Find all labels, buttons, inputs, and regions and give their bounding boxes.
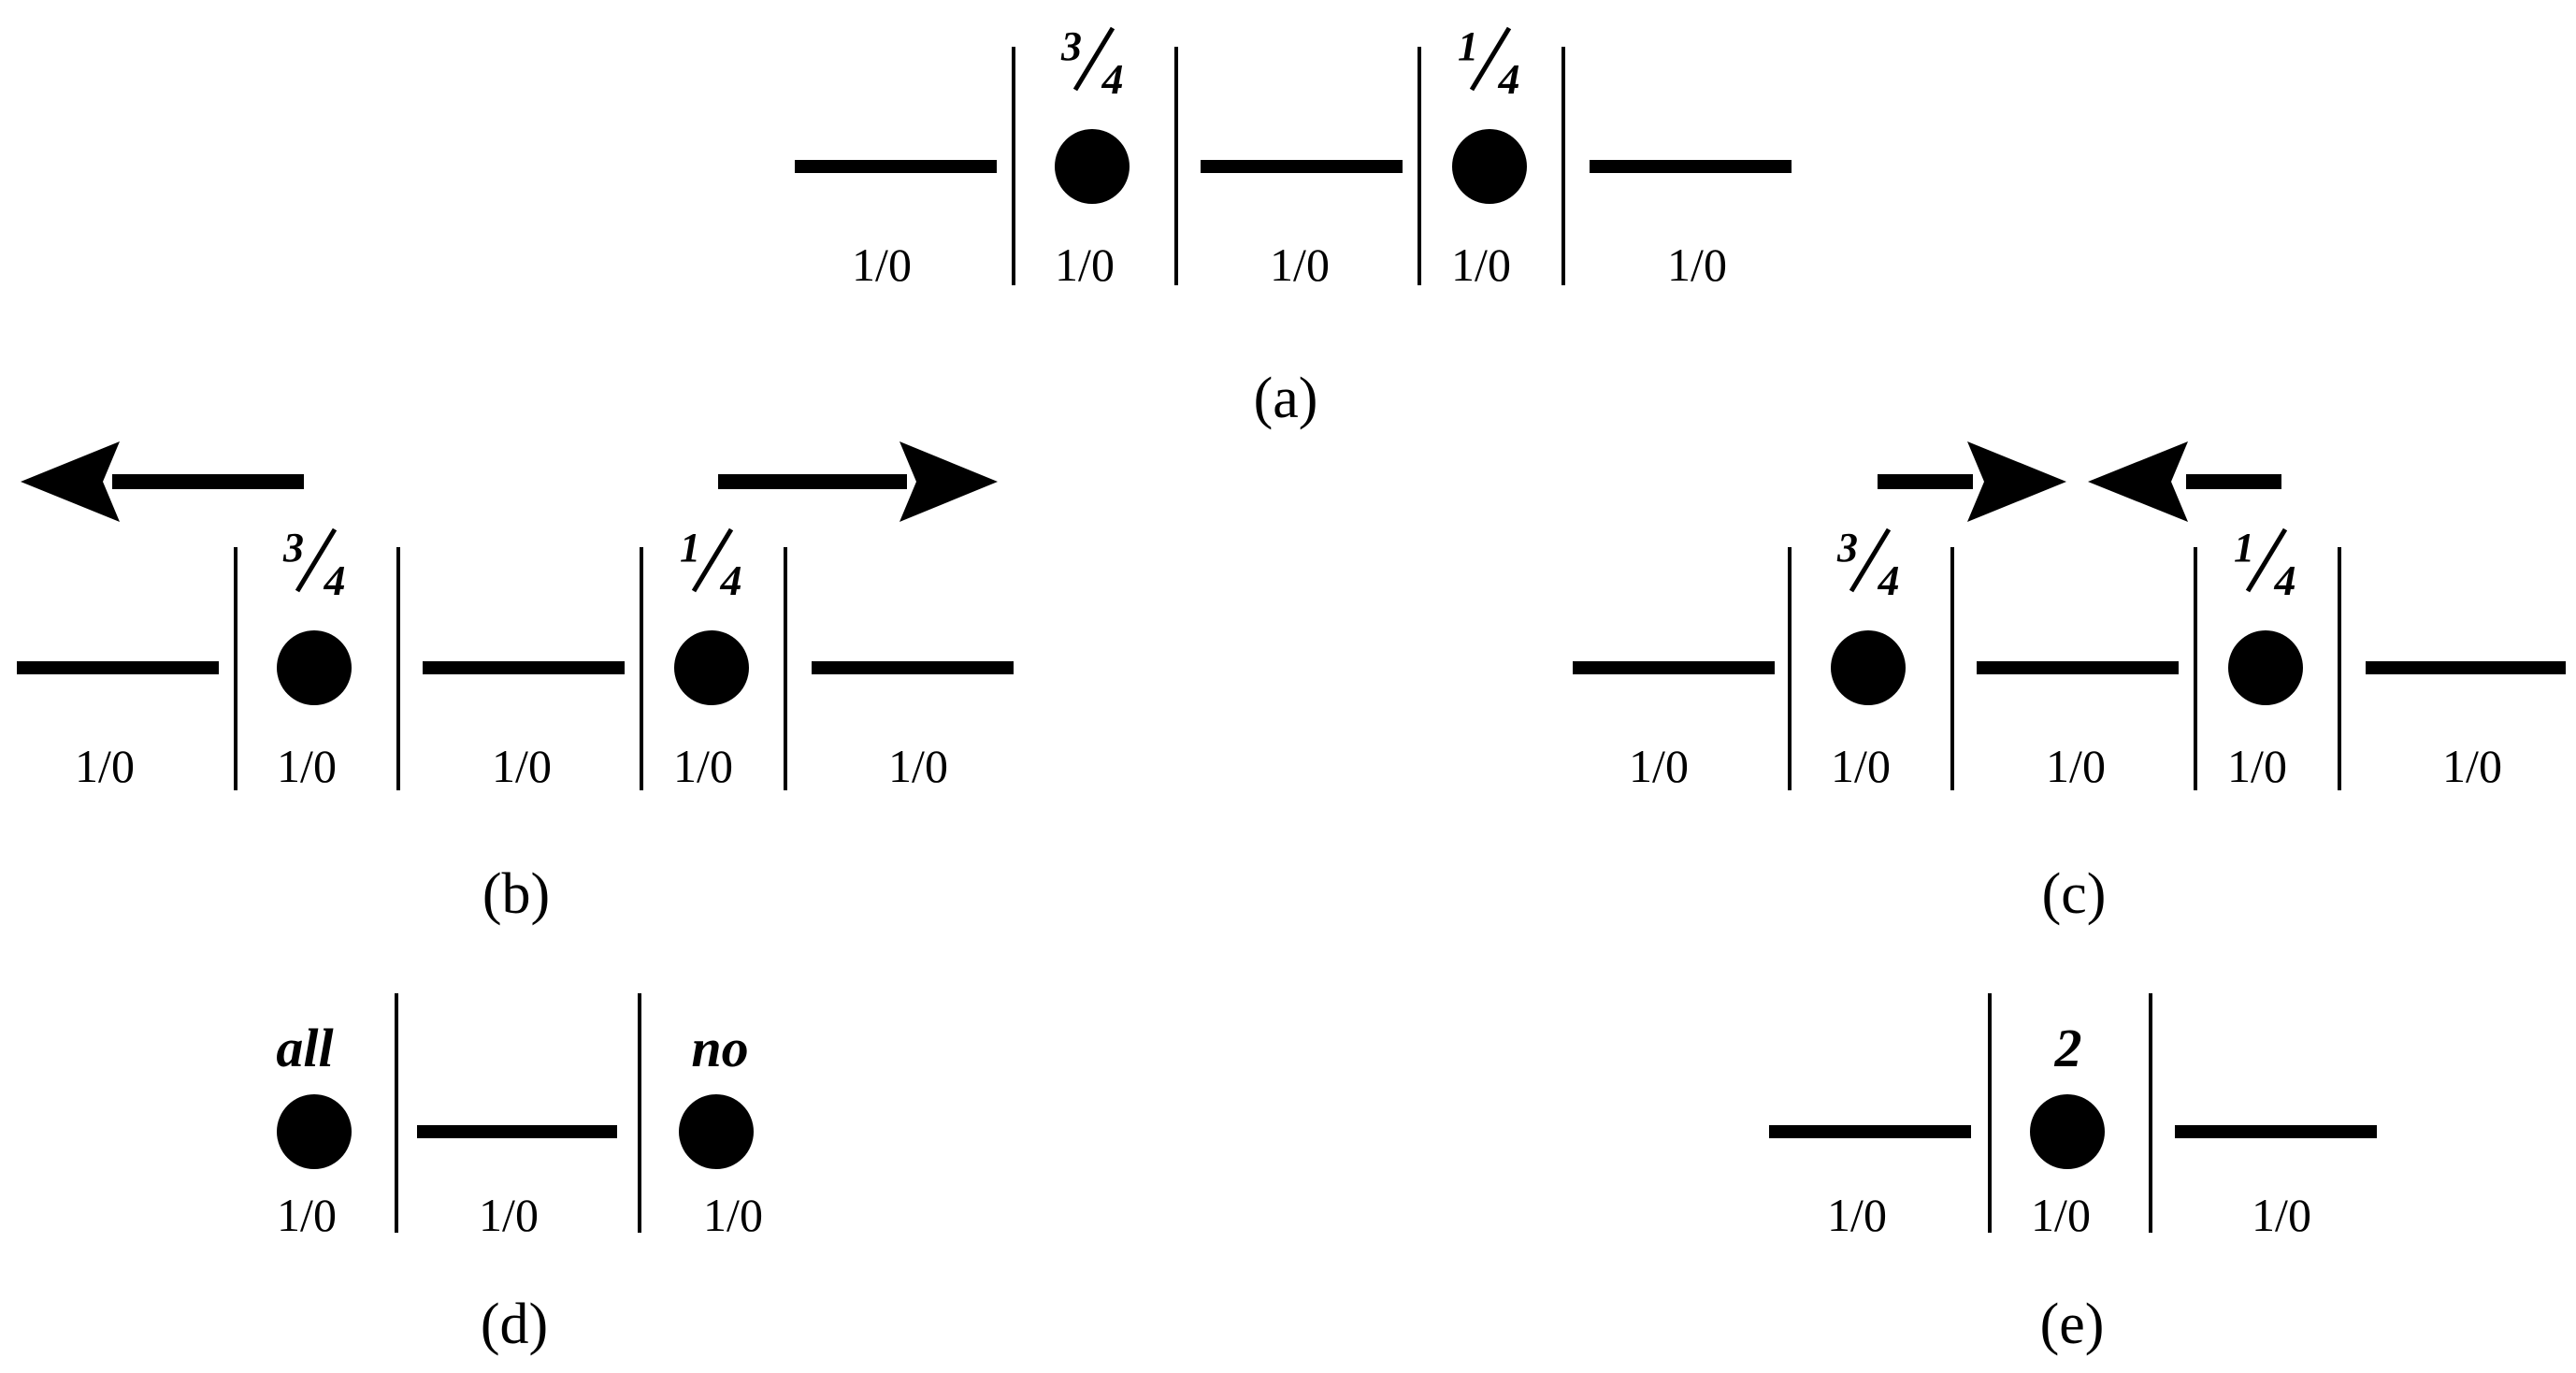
- particle-dot: [1831, 630, 1906, 705]
- panel-caption: (d): [481, 1293, 548, 1356]
- dot-mark: no: [691, 1018, 748, 1078]
- fraction-slash: [295, 528, 338, 593]
- fraction-mark: 1 4: [2234, 525, 2296, 604]
- fraction-slash: [1072, 26, 1115, 92]
- fraction-mark: 1 4: [1458, 23, 1520, 103]
- fraction-slash: [691, 528, 734, 593]
- cell-label: 1/0: [1629, 740, 1689, 792]
- fraction-denominator: 4: [720, 556, 742, 604]
- cell-label: 1/0: [277, 740, 337, 792]
- panel-d: all no 1/0 1/0 1/0 (d): [276, 993, 763, 1356]
- particle-dot: [679, 1094, 754, 1169]
- fraction-slash: [1469, 26, 1512, 92]
- cell-label: 1/0: [1831, 740, 1891, 792]
- cell-label: 1/0: [2227, 740, 2287, 792]
- fraction-numerator: 3: [1060, 23, 1082, 69]
- panel-b: 3 4 1 4 1/0 1/0 1/0 1/0 1/0 (b): [17, 441, 1014, 926]
- arrow-right-icon: [718, 441, 998, 522]
- cell-label: 1/0: [2046, 740, 2106, 792]
- panel-caption: (c): [2042, 862, 2107, 926]
- dot-mark: all: [276, 1018, 334, 1078]
- cell-label: 1/0: [2252, 1189, 2311, 1241]
- particle-dot: [1452, 129, 1527, 204]
- cell-label: 1/0: [492, 740, 552, 792]
- fraction-slash: [2245, 528, 2288, 593]
- fraction-denominator: 4: [1878, 556, 1900, 604]
- panel-c: 3 4 1 4 1/0 1/0 1/0 1/0 1/0 (c): [1573, 441, 2566, 926]
- dot-mark: 2: [2054, 1018, 2082, 1078]
- particle-dot: [674, 630, 749, 705]
- cell-label: 1/0: [2442, 740, 2502, 792]
- arrow-right-icon: [1878, 441, 2066, 522]
- panel-caption: (e): [2040, 1293, 2105, 1356]
- particle-dot: [2228, 630, 2303, 705]
- cell-label: 1/0: [1667, 238, 1727, 291]
- cell-label: 1/0: [703, 1189, 763, 1241]
- cell-label: 1/0: [852, 238, 912, 291]
- fraction-denominator: 4: [324, 556, 346, 604]
- cell-label: 1/0: [673, 740, 733, 792]
- fraction-numerator: 1: [680, 525, 700, 571]
- panel-caption: (a): [1254, 367, 1318, 430]
- cell-label: 1/0: [1451, 238, 1511, 291]
- fraction-mark: 3 4: [1060, 23, 1124, 103]
- panel-a: 3 4 1 4 1/0 1/0 1/0 1/0 1/0 (a): [795, 23, 1792, 430]
- cell-label: 1/0: [479, 1189, 539, 1241]
- arrow-left-icon: [21, 441, 304, 522]
- fraction-mark: 1 4: [680, 525, 742, 604]
- particle-dot: [277, 1094, 352, 1169]
- fraction-numerator: 1: [1458, 23, 1478, 69]
- fraction-numerator: 1: [2234, 525, 2254, 571]
- particle-dot: [1055, 129, 1130, 204]
- fraction-denominator: 4: [2274, 556, 2296, 604]
- panel-e: 2 1/0 1/0 1/0 (e): [1769, 993, 2377, 1356]
- cell-label: 1/0: [277, 1189, 337, 1241]
- fraction-numerator: 3: [1836, 525, 1858, 571]
- cell-label: 1/0: [75, 740, 135, 792]
- particle-dot: [277, 630, 352, 705]
- cell-label: 1/0: [1827, 1189, 1887, 1241]
- fraction-numerator: 3: [282, 525, 304, 571]
- fraction-mark: 3 4: [282, 525, 346, 604]
- fraction-mark: 3 4: [1836, 525, 1900, 604]
- cell-label: 1/0: [1055, 238, 1115, 291]
- particle-dot: [2030, 1094, 2105, 1169]
- arrow-left-icon: [2088, 441, 2281, 522]
- fraction-denominator: 4: [1498, 55, 1520, 103]
- panel-caption: (b): [482, 862, 550, 926]
- cell-label: 1/0: [1270, 238, 1330, 291]
- cell-label: 1/0: [2031, 1189, 2091, 1241]
- cell-label: 1/0: [888, 740, 948, 792]
- fraction-slash: [1849, 528, 1892, 593]
- fraction-denominator: 4: [1101, 55, 1124, 103]
